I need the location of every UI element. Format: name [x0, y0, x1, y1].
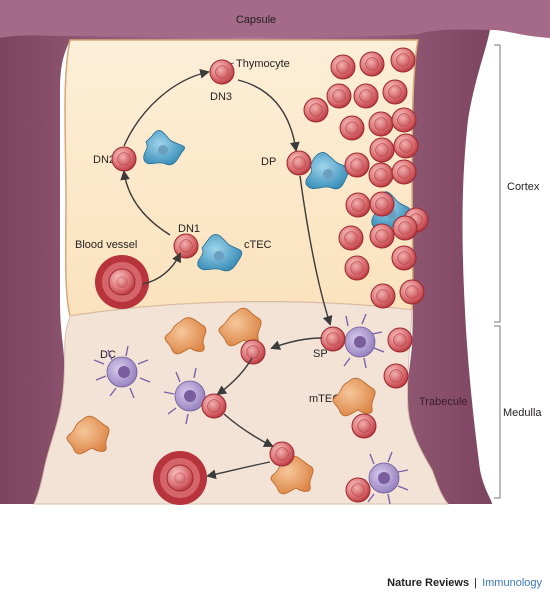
- thymocyte-cell: [391, 159, 417, 185]
- thymocyte-cell: [390, 47, 416, 73]
- arrow-dn1-to-dn2: [120, 170, 171, 236]
- mtec-cell-3: [332, 377, 376, 417]
- mtec-cell-1: [164, 317, 207, 355]
- thymocyte-cell: [369, 223, 395, 249]
- thymocyte-cell: [391, 107, 417, 133]
- thymocyte-cell: [240, 339, 266, 365]
- thymocyte-cell: [399, 279, 425, 305]
- thymocyte-cell: [173, 233, 199, 259]
- dc-label: DC: [100, 349, 116, 361]
- thymocyte-cell: [382, 79, 408, 105]
- thymocyte-cell: [330, 54, 356, 80]
- thymocyte-cell: [368, 111, 394, 137]
- mtec-cell-4: [66, 415, 110, 455]
- arrow-dn3-to-dp: [237, 79, 300, 152]
- arrow-mtec-to-vessel: [206, 461, 271, 480]
- thymocyte-cell: [345, 192, 371, 218]
- cortex-bracket: [494, 44, 501, 323]
- thymocyte-cell: [393, 133, 419, 159]
- arrow-sp-to-medulla: [270, 337, 323, 350]
- thymocyte-cell: [320, 326, 346, 352]
- thymocyte-cell: [201, 393, 227, 419]
- thymocyte-cell: [111, 146, 137, 172]
- arrow-dc-to-mtec: [223, 413, 274, 447]
- thymocyte-cell: [344, 255, 370, 281]
- thymocyte-cell: [338, 225, 364, 251]
- thymocyte-cell: [339, 115, 365, 141]
- thymocyte-cell: [370, 283, 396, 309]
- mtec-label: mTEC: [309, 393, 340, 405]
- thymocyte-cell: [369, 191, 395, 217]
- thymocyte-cell: [351, 413, 377, 439]
- capsule-band: [0, 0, 550, 38]
- blood-vessel-label: Blood vessel: [75, 239, 137, 251]
- thymocyte-cells: [111, 47, 429, 503]
- thymocyte-cell: [359, 51, 385, 77]
- thymocyte-label: Thymocyte: [236, 58, 290, 70]
- medulla-region: [33, 301, 450, 505]
- dn2-label: DN2: [93, 154, 115, 166]
- dc-cell-4: [355, 451, 409, 505]
- ctec-label: cTEC: [244, 239, 272, 251]
- thymocyte-cell: [369, 137, 395, 163]
- ctec-cell-dn1: [197, 234, 243, 272]
- thymocyte-cell: [303, 97, 329, 123]
- blood-vessel-cortex: [95, 255, 149, 309]
- thymocyte-cell: [344, 152, 370, 178]
- dc-cell-1: [93, 345, 151, 399]
- credit-separator: |: [474, 577, 478, 589]
- ctec-cell-dn2: [143, 130, 186, 166]
- thymocyte-cell: [326, 83, 352, 109]
- arrow-dn2-to-dn3: [123, 68, 210, 147]
- capsule-label: Capsule: [236, 14, 276, 26]
- publication-credit: Nature Reviews | Immunology: [387, 577, 542, 589]
- thymocyte-cell: [209, 59, 235, 85]
- cortex-label: Cortex: [507, 181, 540, 193]
- trabecule-label: Trabecule: [419, 396, 468, 408]
- sp-label: SP: [313, 348, 328, 360]
- arrow-dp-to-sp: [299, 175, 333, 326]
- arrow-medulla-to-dc: [216, 357, 253, 396]
- thymocyte-cell: [345, 477, 371, 503]
- publisher-name: Nature Reviews: [387, 577, 470, 589]
- thymocyte-cell: [383, 363, 409, 389]
- migration-arrows: [120, 68, 333, 480]
- capsule-tissue: [0, 0, 493, 504]
- thymocyte-cell: [286, 150, 312, 176]
- medulla-bracket: [494, 325, 501, 499]
- dp-label: DP: [261, 156, 276, 168]
- arrow-vessel-to-dn1: [142, 252, 181, 285]
- mtec-cell-2: [218, 307, 262, 347]
- dn3-label: DN3: [210, 91, 232, 103]
- dn1-label: DN1: [178, 223, 200, 235]
- thymocyte-cell: [353, 83, 379, 109]
- thymocyte-cell: [387, 327, 413, 353]
- journal-name: Immunology: [482, 577, 542, 589]
- ctec-cell-dp: [305, 152, 351, 190]
- medulla-label: Medulla: [503, 407, 542, 419]
- thymocyte-cell: [391, 245, 417, 271]
- dc-cell-2: [163, 367, 211, 425]
- thymocyte-cell: [392, 215, 418, 241]
- thymocyte-cell: [269, 441, 295, 467]
- thymocyte-cell: [368, 162, 394, 188]
- blood-vessel-medulla: [153, 451, 207, 505]
